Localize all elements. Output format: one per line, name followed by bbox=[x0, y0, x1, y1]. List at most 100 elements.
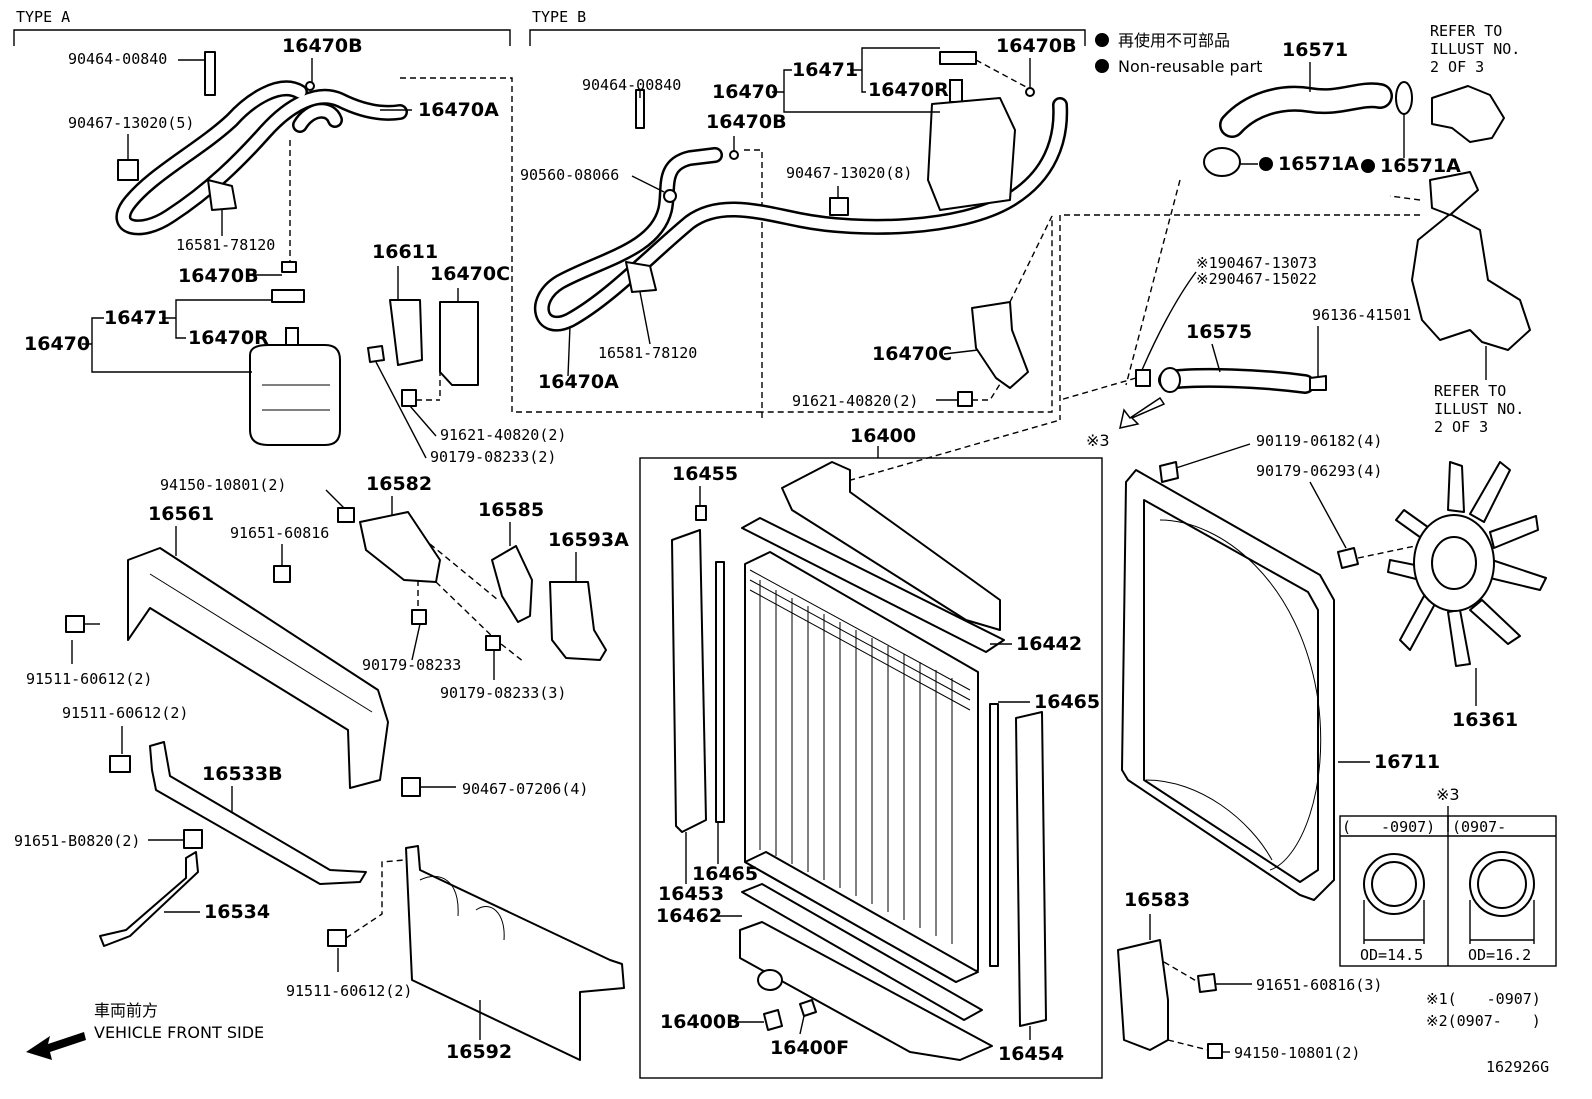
plug-16470b-a-mid bbox=[281, 261, 297, 273]
label-16462: 16462 bbox=[656, 905, 722, 927]
label-16470a-a: 16470A bbox=[418, 99, 499, 121]
label-90179-08233: 90179-08233 bbox=[362, 656, 461, 674]
label-90464-a: 90464-00840 bbox=[68, 50, 167, 68]
label-16533b: 16533B bbox=[202, 763, 283, 785]
water-outlet-fitting bbox=[1431, 85, 1505, 143]
bolt-91621-b bbox=[957, 391, 973, 407]
label-16583: 16583 bbox=[1124, 889, 1190, 911]
label-16470c-a: 16470C bbox=[430, 263, 510, 285]
cap-16471-a bbox=[271, 289, 305, 303]
label-91511-c: 91511-60612(2) bbox=[286, 982, 412, 1000]
housing-inlet bbox=[1429, 171, 1479, 216]
nut-90179-08233 bbox=[411, 609, 427, 625]
clamp-90467-13073 bbox=[1135, 369, 1151, 387]
label-16585: 16585 bbox=[478, 499, 544, 521]
label-90119: 90119-06182(4) bbox=[1256, 432, 1382, 450]
label-16470a-b: 16470A bbox=[538, 371, 619, 393]
note-1: ※1( -0907) bbox=[1426, 990, 1541, 1008]
type-b-heading: TYPE B bbox=[532, 8, 586, 26]
label-91651-b: 91651-B0820(2) bbox=[14, 832, 140, 850]
label-16593A: 16593A bbox=[548, 529, 629, 551]
hose-clamp-16581-a bbox=[207, 179, 237, 211]
label-94150-2b: 94150-10801(2) bbox=[1234, 1044, 1360, 1062]
label-16582: 16582 bbox=[366, 473, 432, 495]
refer-mid-line3: 2 OF 3 bbox=[1434, 418, 1488, 436]
label-16470r-a: 16470R bbox=[188, 327, 269, 349]
inset-od2: OD=16.2 bbox=[1468, 946, 1531, 964]
refer-mid-line1: REFER TO bbox=[1434, 382, 1506, 400]
cap-16470r-b bbox=[949, 79, 963, 103]
label-96136: 96136-41501 bbox=[1312, 306, 1411, 324]
type-b-bracket bbox=[529, 29, 1086, 46]
inset-od1: OD=14.5 bbox=[1360, 946, 1423, 964]
bracket-16583 bbox=[1117, 939, 1169, 1051]
bolt-91511-c bbox=[327, 929, 347, 947]
upper-support-16561 bbox=[127, 547, 389, 789]
refer-top-line2: ILLUST NO. bbox=[1430, 40, 1520, 58]
label-16361: 16361 bbox=[1452, 709, 1518, 731]
type-a-bracket bbox=[13, 29, 511, 46]
label-16534: 16534 bbox=[204, 901, 270, 923]
bracket-16611 bbox=[389, 299, 423, 366]
plug-16470b-b-top bbox=[1025, 87, 1035, 97]
label-16470-b: 16470 bbox=[712, 81, 778, 103]
o-ring-small-inner bbox=[1371, 861, 1417, 907]
label-16455: 16455 bbox=[672, 463, 738, 485]
type-a-heading: TYPE A bbox=[16, 8, 70, 26]
nut-94150 bbox=[337, 507, 355, 523]
label-16581-a: 16581-78120 bbox=[176, 236, 275, 254]
plug-16470b-b bbox=[729, 150, 739, 160]
o-ring-large-inner bbox=[1477, 859, 1527, 909]
hose-16571 bbox=[1219, 82, 1393, 138]
seal-16465-left bbox=[715, 561, 725, 823]
label-16465-left: 16465 bbox=[692, 863, 758, 885]
arrow-3-icon bbox=[1119, 396, 1166, 429]
hose-clip-90464 bbox=[204, 51, 216, 96]
hose-clip-90464-b bbox=[635, 89, 645, 129]
thermostat-housing bbox=[1411, 213, 1531, 351]
radiator-core bbox=[739, 461, 1005, 1061]
bolt-90467-4 bbox=[401, 777, 421, 797]
hose-clamp-a bbox=[117, 159, 139, 181]
label-91651-60816: 91651-60816 bbox=[230, 524, 329, 542]
non-reusable-bullet-icon bbox=[1095, 33, 1109, 47]
o-ring-16400f bbox=[799, 999, 817, 1017]
label-16471-b: 16471 bbox=[792, 59, 858, 81]
label-16611: 16611 bbox=[372, 241, 438, 263]
note-2: ※2(0907- ) bbox=[1426, 1012, 1541, 1030]
bolt-91621-a bbox=[401, 389, 417, 407]
label-90467-4: 90467-07206(4) bbox=[462, 780, 588, 798]
cooling-fan-16361 bbox=[1387, 461, 1547, 667]
label-16470r-b: 16470R bbox=[868, 79, 949, 101]
label-16470b-a: 16470B bbox=[282, 35, 363, 57]
label-91621-b: 91621-40820(2) bbox=[792, 392, 918, 410]
radiator-box bbox=[639, 457, 1103, 1079]
label-90467-5: 90467-13020(5) bbox=[68, 114, 194, 132]
bracket-16470c-b bbox=[971, 301, 1029, 389]
label-16571a-2: 16571A bbox=[1380, 155, 1461, 177]
refer-top-line3: 2 OF 3 bbox=[1430, 58, 1484, 76]
nut-90179-a bbox=[367, 345, 385, 363]
inset-col2-header: (0907- bbox=[1452, 818, 1506, 836]
label-16400b: 16400B bbox=[660, 1011, 741, 1033]
label-16465-right: 16465 bbox=[1034, 691, 1100, 713]
inset-title: ※3 bbox=[1436, 785, 1460, 804]
label-90467-13073: ※190467-13073 bbox=[1196, 254, 1317, 272]
label-91621-a: 91621-40820(2) bbox=[440, 426, 566, 444]
radiator-side-bracket-16454 bbox=[1015, 711, 1047, 1027]
label-90179-4: 90179-06293(4) bbox=[1256, 462, 1382, 480]
bolt-90119 bbox=[1159, 461, 1179, 483]
refer-top-line1: REFER TO bbox=[1430, 22, 1502, 40]
label-16470-a: 16470 bbox=[24, 333, 90, 355]
label-16561: 16561 bbox=[148, 503, 214, 525]
label-16470b-b-top: 16470B bbox=[996, 35, 1077, 57]
label-16571a-1: 16571A bbox=[1278, 153, 1359, 175]
legend-en: Non-reusable part bbox=[1118, 57, 1262, 76]
type-b-hose-assembly bbox=[534, 97, 1069, 332]
label-16400: 16400 bbox=[850, 425, 916, 447]
diagram-id: 162926G bbox=[1486, 1058, 1549, 1076]
plug-16470b-a bbox=[305, 81, 315, 91]
label-90179-2: 90179-08233(2) bbox=[430, 448, 556, 466]
bolt-91651-3 bbox=[1197, 973, 1217, 993]
